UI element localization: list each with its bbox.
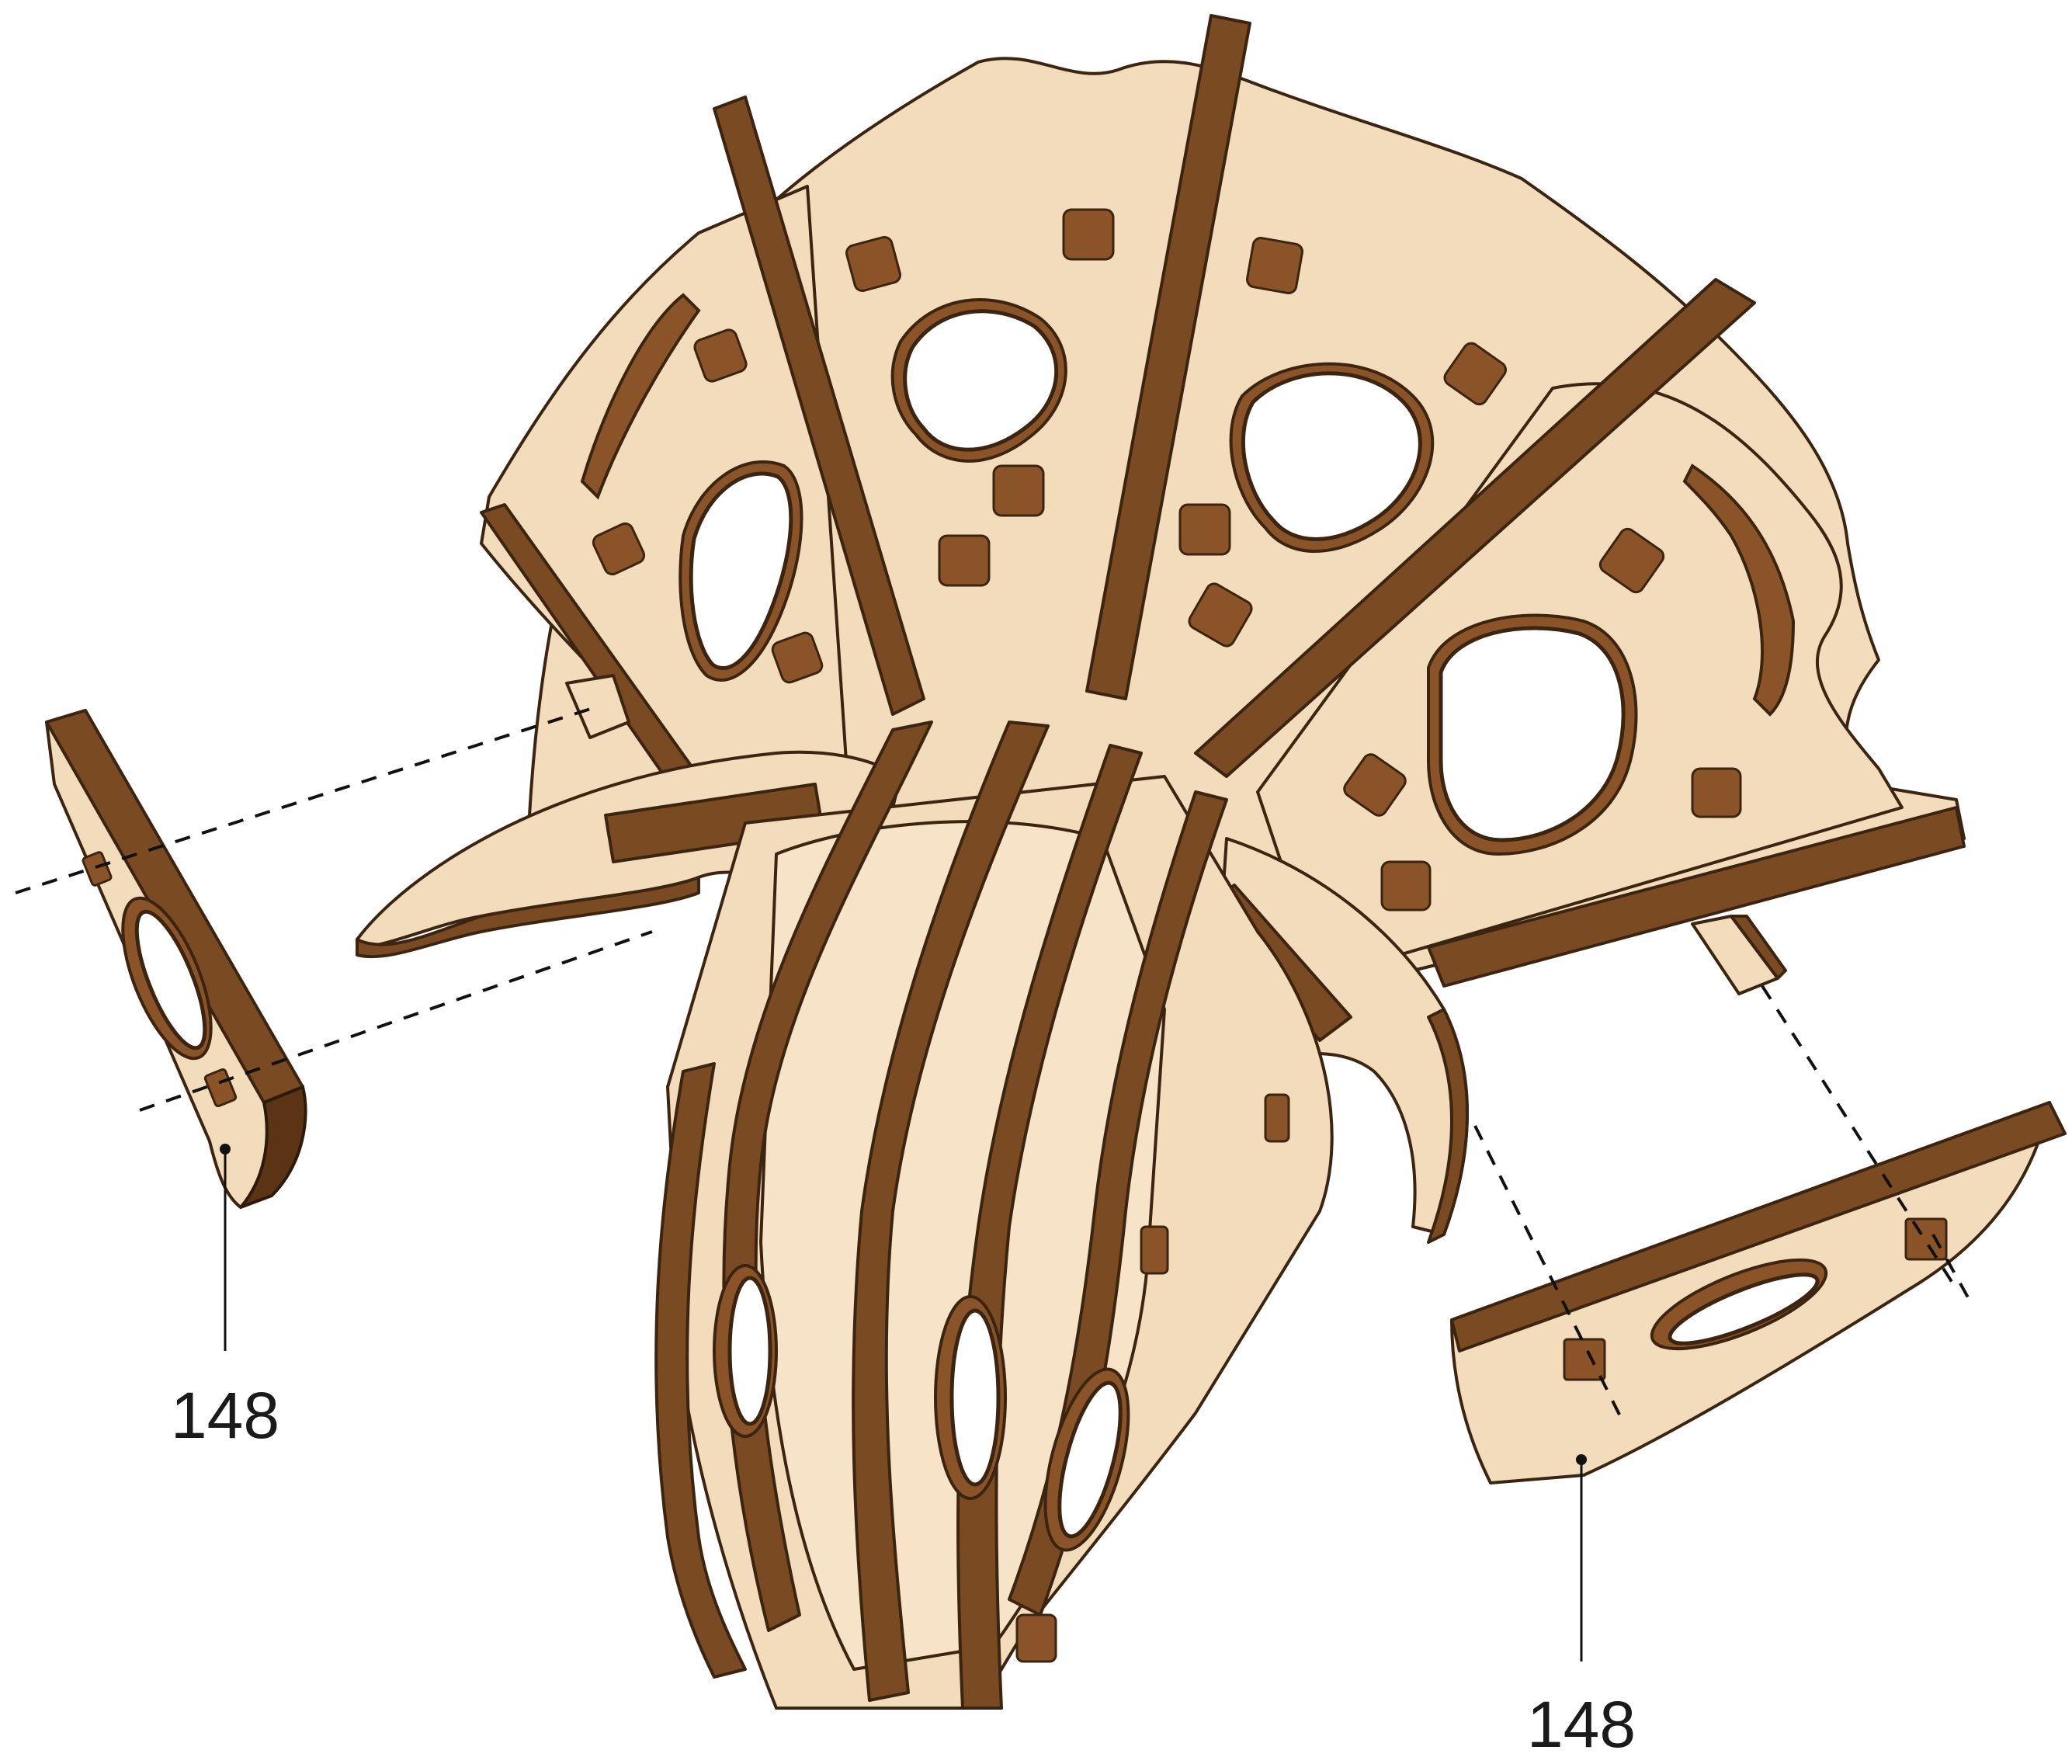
tab	[1265, 1095, 1289, 1141]
tab	[1017, 1615, 1056, 1662]
part-right-slot-right	[1906, 1219, 1946, 1259]
tab	[1246, 237, 1303, 294]
part-148-right	[1452, 1102, 2065, 1483]
tab	[1141, 1227, 1168, 1273]
part-number-label: 148	[1527, 1688, 1636, 1761]
beak-hole-1-inner	[730, 1278, 770, 1424]
part-number-label: 148	[171, 1379, 279, 1452]
tab	[1382, 862, 1430, 910]
part-right-slot-left	[1564, 1339, 1605, 1380]
tab	[939, 536, 989, 585]
tab	[1692, 769, 1741, 817]
callout-right: 148	[1527, 1454, 1636, 1761]
tab	[1180, 505, 1230, 554]
beak-hole-2-inner	[952, 1311, 998, 1484]
tab	[845, 235, 901, 292]
tab	[994, 466, 1043, 516]
part-148-left	[47, 710, 306, 1207]
tab	[1064, 210, 1113, 259]
